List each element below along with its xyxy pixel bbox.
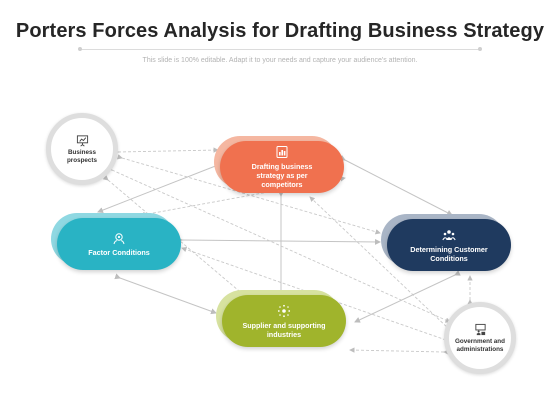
center-node-label: Drafting business strategy as per compet… (251, 162, 313, 189)
title-divider (78, 47, 482, 51)
government-circle[interactable]: Government and administrations (444, 302, 516, 374)
podium-icon (474, 323, 486, 335)
right-node-label: Determining Customer Conditions (410, 244, 488, 263)
left-node-label: Factor Conditions (88, 248, 150, 257)
document-chart-icon (276, 146, 288, 158)
link-right-bottom (354, 270, 461, 323)
center-node[interactable]: Drafting business strategy as per compet… (220, 141, 344, 193)
dash-bp-center (113, 147, 219, 155)
business-prospects-circle[interactable]: Business prospects (46, 113, 118, 185)
link-center-right (339, 155, 453, 216)
bottom-node[interactable]: Supplier and supporting industries (222, 295, 346, 347)
link-left-bottom (114, 273, 217, 315)
business-prospects-label: Business prospects (66, 148, 98, 164)
page-subtitle: This slide is 100% editable. Adapt it to… (142, 57, 418, 64)
left-node[interactable]: Factor Conditions (57, 218, 181, 270)
gear-people-icon (113, 233, 125, 245)
presentation-icon (76, 134, 88, 146)
page-title: Porters Forces Analysis for Drafting Bus… (15, 20, 545, 42)
network-icon (277, 304, 291, 317)
dash-gov-bottom (349, 347, 449, 355)
government-label: Government and administrations (454, 337, 506, 353)
team-icon (442, 229, 456, 240)
bottom-node-label: Supplier and supporting industries (242, 320, 326, 339)
dash-gov-left (181, 246, 452, 345)
right-node[interactable]: Determining Customer Conditions (387, 219, 511, 271)
